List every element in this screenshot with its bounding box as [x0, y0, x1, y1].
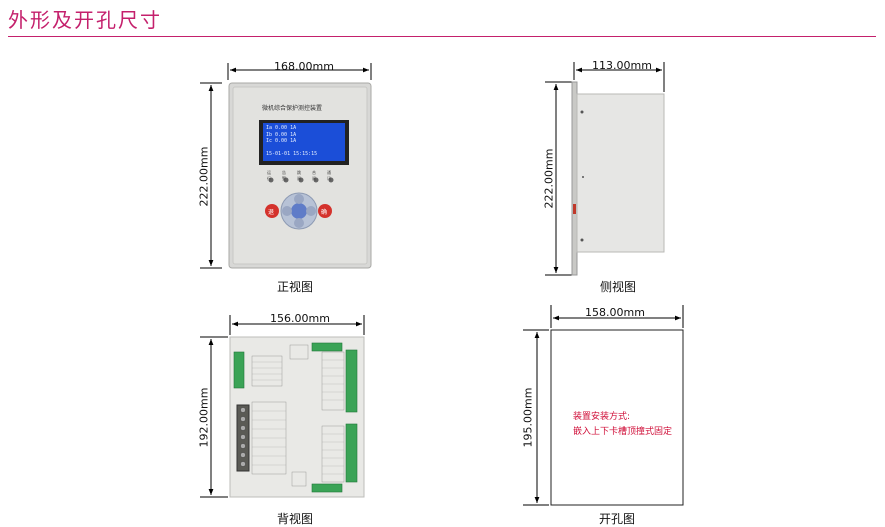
- lcd-text: Ia 0.00 1A Ib 0.00 1A Ic 0.00 1A 15-01-0…: [266, 125, 344, 158]
- led-label: 合闸: [312, 170, 316, 181]
- lcd-line: Ib 0.00 1A: [266, 131, 297, 138]
- back-height-label: 192.00mm: [197, 387, 211, 448]
- front-width-label: 168.00mm: [274, 60, 334, 73]
- title-underline: [8, 36, 876, 37]
- enter-key-label: 确: [321, 209, 328, 216]
- back-caption: 背视图: [277, 512, 314, 526]
- side-caption: 侧视图: [600, 280, 637, 294]
- led-label: 跳闸: [297, 170, 301, 181]
- front-view: [200, 63, 372, 269]
- led-row: [268, 177, 334, 183]
- cutout-view: [523, 305, 684, 506]
- side-enclosure: [576, 93, 665, 253]
- led-label: 运行: [267, 170, 271, 181]
- side-front-flange: [571, 81, 578, 276]
- front-caption: 正视图: [277, 280, 314, 294]
- lcd-line: 15-01-01 15:15:15: [266, 151, 318, 157]
- nav-center-key: [291, 203, 307, 219]
- led-label: 通讯: [327, 170, 331, 181]
- side-height-label: 222.00mm: [542, 148, 556, 209]
- enter-key: [318, 204, 332, 218]
- back-plate: [229, 336, 365, 498]
- device-name: 微机综合保护测控装置: [262, 105, 323, 112]
- led-label: 告警: [282, 170, 286, 181]
- side-view: [545, 62, 665, 276]
- mounting-note-body: 嵌入上下卡槽顶撞式固定: [573, 427, 673, 437]
- cutout-outline: [550, 329, 684, 506]
- mounting-note: 装置安装方式: 嵌入上下卡槽顶撞式固定: [573, 410, 672, 440]
- cutout-caption: 开孔图: [599, 512, 636, 526]
- front-height-label: 222.00mm: [197, 146, 211, 207]
- back-view: [200, 315, 365, 498]
- exit-key: [265, 204, 279, 218]
- lcd-line: Ic 0.00 1A: [266, 138, 297, 144]
- green-terminals: [233, 342, 358, 493]
- exit-key-label: 退: [268, 209, 275, 216]
- lcd-line: Ia 0.00 1A: [266, 125, 297, 131]
- lcd-screen: [263, 123, 345, 161]
- back-width-label: 156.00mm: [270, 312, 330, 325]
- mounting-note-title: 装置安装方式:: [573, 412, 631, 422]
- page-title: 外形及开孔尺寸: [8, 8, 162, 32]
- cutout-height-label: 195.00mm: [521, 387, 535, 448]
- side-width-label: 113.00mm: [592, 59, 652, 72]
- cutout-width-label: 158.00mm: [585, 306, 645, 319]
